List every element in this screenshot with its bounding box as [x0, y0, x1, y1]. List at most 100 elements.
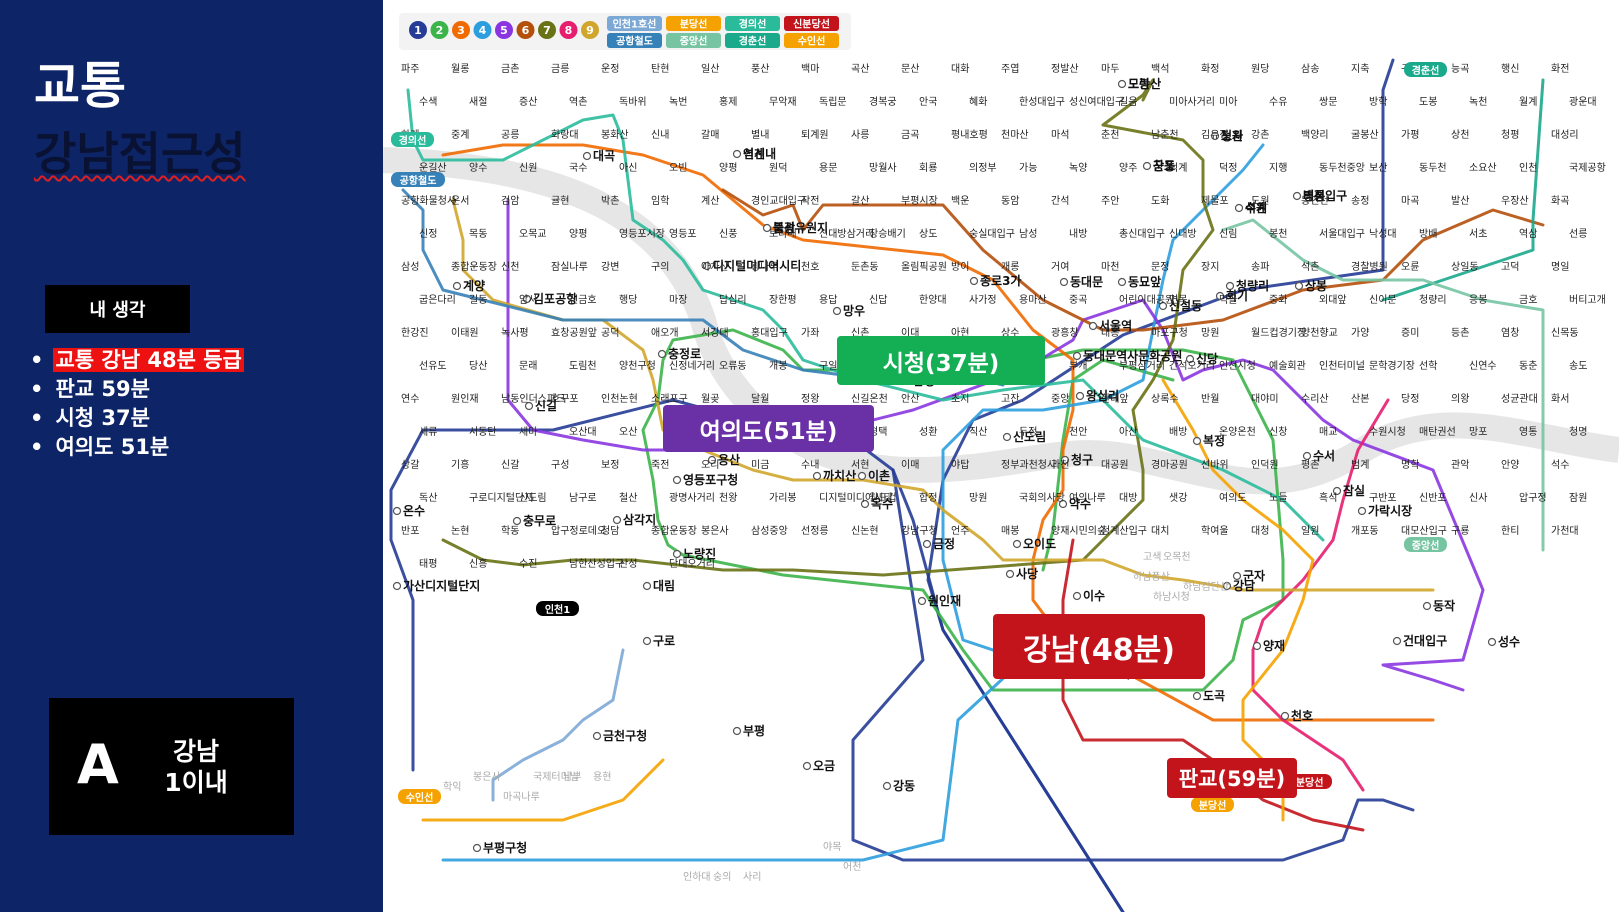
- station-label: 신정네거리: [669, 360, 715, 372]
- station-label: 삼각지: [623, 512, 656, 527]
- station-label: 낙성대: [1369, 228, 1397, 240]
- station-label: 부평시장: [901, 195, 938, 207]
- station-label: 까치산: [823, 468, 856, 483]
- station-label: 사가정: [969, 294, 997, 306]
- legend-line-badge: [581, 21, 599, 39]
- station-label: 회룡: [919, 162, 937, 174]
- station-label: 사리: [743, 871, 761, 883]
- station-label: 신대방: [1169, 228, 1197, 240]
- station-label: 마포구청: [1151, 327, 1188, 339]
- station-label: 마석: [1051, 129, 1069, 141]
- station-label: 쌍문: [1319, 96, 1337, 108]
- station-label: 인천터미널: [1319, 360, 1365, 372]
- subway-line-path: [441, 78, 1215, 577]
- station-label: 신풍: [719, 228, 737, 240]
- station-dot: [1215, 291, 1225, 301]
- subway-line-path: [851, 468, 1415, 862]
- station-dot: [922, 539, 932, 549]
- station-dot: [452, 281, 462, 291]
- station-label: 잠실: [1343, 483, 1365, 498]
- subway-line-path: [926, 58, 1395, 912]
- station-label: 구반포: [1369, 492, 1397, 504]
- station-label: 갈매: [701, 128, 719, 141]
- station-dot: [672, 549, 682, 559]
- station-dot: [642, 636, 652, 646]
- station-label: 선바위: [1201, 458, 1229, 471]
- station-label: 오빈: [669, 162, 687, 174]
- station-label: 야탑: [951, 459, 969, 471]
- thought-item: 시청 37분: [30, 404, 244, 433]
- station-label: 인하대: [683, 870, 711, 883]
- station-label: 봉천: [1269, 228, 1287, 240]
- station-label: 주엽: [1001, 63, 1019, 75]
- station-label: 구룡: [1451, 525, 1469, 537]
- legend-line-badge: [538, 21, 556, 39]
- station-label: 상록수: [1151, 393, 1179, 405]
- station-label: 수색: [419, 96, 437, 108]
- station-label: 월계: [1519, 96, 1537, 108]
- legend-line-name: 신분당선: [793, 18, 830, 31]
- station-label: 신갈: [501, 458, 519, 471]
- station-dot: [917, 596, 927, 606]
- station-label: 증산: [519, 96, 537, 108]
- line-tag-label: 경춘선: [1412, 64, 1440, 77]
- station-dot: [1234, 203, 1244, 213]
- grade-text-line1: 강남: [172, 737, 219, 766]
- station-label: 수유: [1269, 96, 1287, 108]
- station-dot: [860, 499, 870, 509]
- station-label: 월드컵경기장: [1251, 326, 1306, 339]
- station-dot: [832, 306, 842, 316]
- station-label: 오금: [813, 759, 835, 773]
- station-label: 이매: [901, 459, 919, 471]
- station-dot: [612, 515, 622, 525]
- station-label: 종합운동장: [651, 525, 697, 537]
- station-label: 직산: [969, 426, 987, 438]
- station-label: 도봉: [1419, 96, 1437, 108]
- station-label: 고색: [1143, 551, 1161, 563]
- station-dot: [1012, 539, 1022, 549]
- station-label: 도원: [1251, 195, 1269, 207]
- station-dot: [969, 276, 979, 286]
- legend-line-name: 분당선: [680, 18, 708, 31]
- station-label: 아신: [619, 162, 637, 174]
- station-label: 평내호평: [951, 129, 988, 141]
- station-dot: [1294, 281, 1304, 291]
- station-label: 동두천: [1419, 162, 1447, 174]
- station-label: 운정: [601, 63, 619, 75]
- station-label: 구성: [551, 459, 569, 471]
- station-label: 우장산: [1501, 195, 1529, 207]
- sidebar: 교통 강남접근성 내 생각 교통 강남 48분 등급 판교 59분 시청 37분…: [0, 0, 383, 912]
- station-label: 버티고개: [1569, 294, 1606, 306]
- station-label: 반포: [401, 525, 419, 537]
- station-dot: [1088, 321, 1098, 331]
- station-dot: [392, 506, 402, 516]
- station-dot: [802, 761, 812, 771]
- station-label: 천호: [801, 261, 819, 273]
- station-label: 주안: [1101, 195, 1119, 207]
- station-label: 대성리: [1551, 129, 1579, 141]
- station-label: 고덕: [1501, 261, 1519, 273]
- station-label: 어천: [843, 861, 861, 873]
- station-label: 두정: [1019, 426, 1037, 438]
- line-tag-label: 분당선: [1199, 799, 1227, 812]
- station-label: 청담: [601, 525, 619, 537]
- station-label: 온수: [403, 503, 425, 518]
- station-label: 영등포구청: [683, 472, 738, 487]
- station-label: 중곡: [1069, 294, 1087, 306]
- station-label: 압구정: [1519, 491, 1547, 504]
- legend-line-name: 경춘선: [739, 35, 767, 48]
- station-label: 역촌: [569, 96, 587, 108]
- station-label: 남성: [1019, 228, 1037, 240]
- station-label: 학동: [501, 525, 519, 537]
- legend-line-number: 9: [586, 24, 594, 37]
- station-label: 서동탄: [469, 426, 497, 438]
- station-label: 독립문: [819, 95, 847, 108]
- station-dot: [392, 581, 402, 591]
- station-label: 인천시청: [1219, 360, 1256, 372]
- station-label: 석촌: [1301, 261, 1319, 273]
- station-label: 관악: [1451, 459, 1469, 471]
- station-label: 국수: [569, 162, 587, 174]
- station-label: 소요산: [1469, 162, 1497, 174]
- station-label: 경찰병원: [1351, 260, 1388, 273]
